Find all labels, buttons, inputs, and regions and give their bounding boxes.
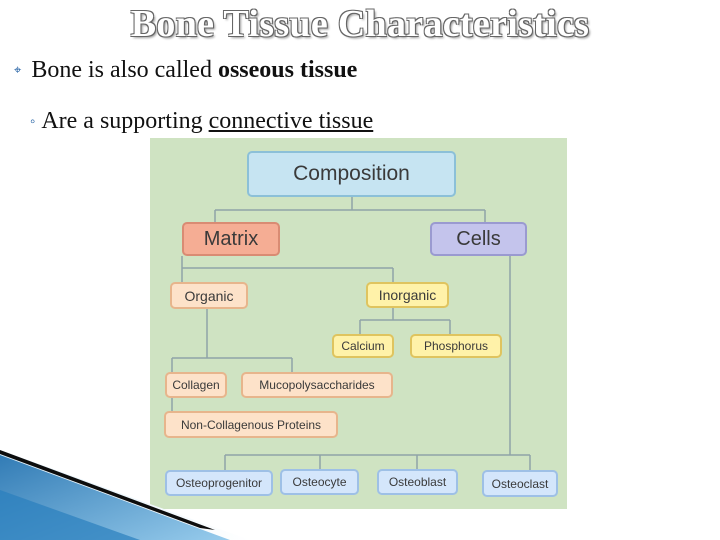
slide-title: Bone Tissue Characteristics bbox=[130, 3, 590, 45]
node-non-collagenous-proteins: Non-Collagenous Proteins bbox=[164, 411, 338, 438]
node-composition: Composition bbox=[247, 151, 456, 197]
sub-bullet-text: Are a supporting bbox=[41, 108, 209, 134]
sub-bullet-underlined: connective tissue bbox=[208, 108, 374, 134]
node-matrix: Matrix bbox=[182, 222, 280, 256]
bullet-marker-icon: ⌖ bbox=[14, 62, 22, 77]
node-mucopolysaccharides: Mucopolysaccharides bbox=[241, 372, 393, 398]
bullet-emphasis: osseous tissue bbox=[217, 57, 358, 83]
sub-bullet-connective-tissue: ◦ Are a supporting connective tissue bbox=[30, 105, 373, 140]
node-osteoclast: Osteoclast bbox=[482, 470, 558, 497]
bullet-text: Bone is also called bbox=[31, 57, 218, 83]
node-osteoblast: Osteoblast bbox=[377, 469, 458, 495]
node-calcium: Calcium bbox=[332, 334, 394, 358]
sub-bullet-marker-icon: ◦ bbox=[30, 114, 36, 130]
diagram-connectors bbox=[171, 197, 531, 470]
composition-diagram: Composition Matrix Cells Organic Inorgan… bbox=[150, 138, 567, 509]
node-cells: Cells bbox=[430, 222, 527, 256]
bullet-osseous-tissue: ⌖ Bone is also called osseous tissue bbox=[14, 54, 357, 89]
node-organic: Organic bbox=[170, 282, 248, 309]
node-collagen: Collagen bbox=[165, 372, 227, 398]
node-inorganic: Inorganic bbox=[366, 282, 449, 308]
node-osteoprogenitor: Osteoprogenitor bbox=[165, 470, 273, 496]
decorative-corner-swoosh bbox=[0, 450, 250, 540]
node-osteocyte: Osteocyte bbox=[280, 469, 359, 495]
node-phosphorus: Phosphorus bbox=[410, 334, 502, 358]
